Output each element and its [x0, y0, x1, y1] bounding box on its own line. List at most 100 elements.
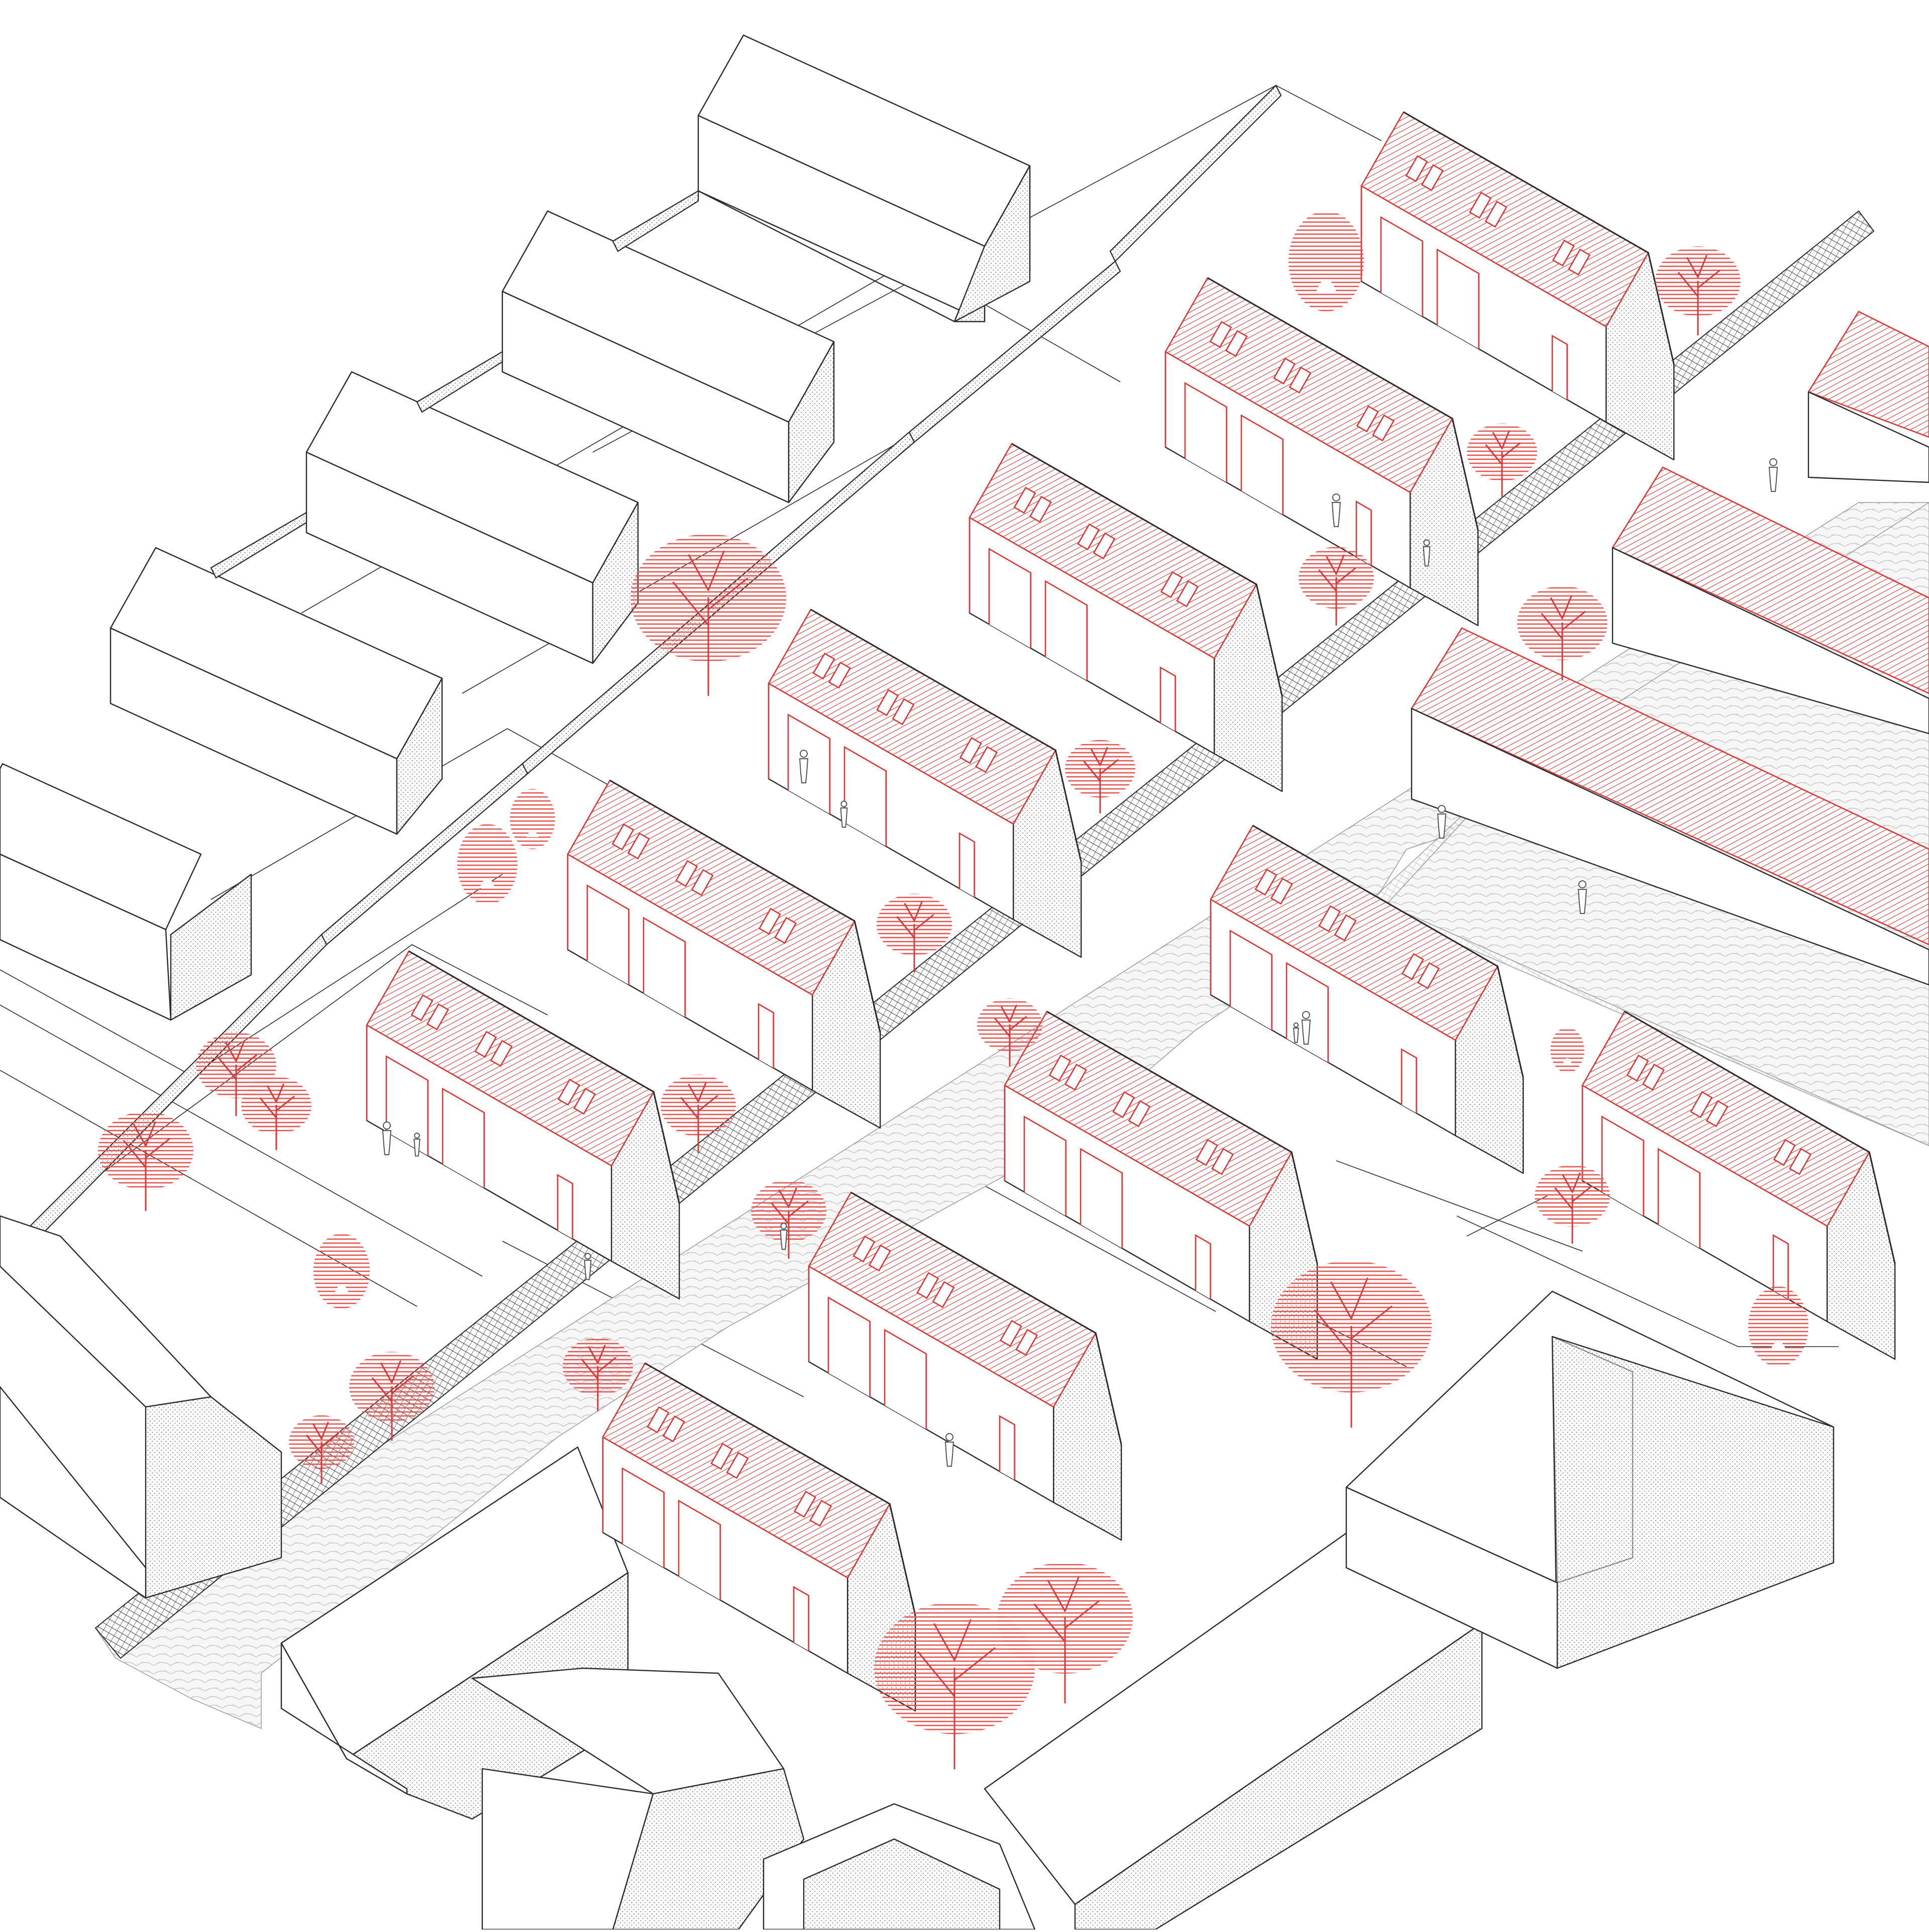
garage-door — [621, 1467, 665, 1568]
roof-window — [675, 860, 698, 887]
entry-door — [1195, 1234, 1211, 1299]
roof-window — [1372, 414, 1395, 442]
garage-door — [1023, 1115, 1066, 1216]
new-houses — [366, 111, 1896, 1712]
tree — [661, 1074, 736, 1154]
existing-house — [471, 1667, 805, 1930]
tree — [1065, 740, 1135, 814]
roof-window — [916, 1272, 939, 1299]
tree — [630, 534, 786, 696]
garage-door — [385, 1055, 428, 1156]
roof-window — [1789, 1148, 1812, 1175]
garage-door — [678, 1499, 721, 1600]
person-figure — [382, 1122, 392, 1155]
roof-window — [975, 746, 998, 773]
tree — [1655, 246, 1741, 336]
roof-window — [1209, 321, 1232, 348]
person-figure — [1437, 805, 1447, 839]
tree — [751, 1180, 826, 1259]
person-figure — [1331, 493, 1341, 527]
roof-window — [1318, 905, 1341, 933]
garage-door — [843, 746, 887, 847]
roof-window — [1211, 1148, 1234, 1175]
new-house — [969, 443, 1283, 792]
tree — [196, 1032, 276, 1116]
entry-door — [1159, 666, 1176, 732]
entry-door — [1355, 500, 1372, 566]
roof-window — [410, 994, 434, 1022]
people — [382, 458, 1778, 1467]
roof-window — [1064, 1063, 1087, 1091]
tree — [997, 1562, 1133, 1704]
roof-window — [1690, 1091, 1713, 1118]
roof-window — [1077, 523, 1100, 551]
garage-door — [442, 1087, 485, 1188]
roof-window — [1642, 1063, 1665, 1091]
roof-window — [1421, 164, 1444, 191]
roof-window — [1552, 239, 1575, 267]
new-house — [768, 608, 1082, 958]
roof-window — [1270, 877, 1293, 905]
garage-door — [642, 917, 686, 1018]
tree — [1535, 1165, 1610, 1244]
person-figure — [1577, 880, 1587, 914]
tree — [457, 824, 517, 904]
tree — [977, 998, 1042, 1067]
tree — [1271, 1260, 1432, 1428]
tree — [877, 893, 952, 973]
existing-house — [1345, 1290, 1835, 1669]
tree — [289, 1415, 354, 1484]
existing-house — [697, 34, 1031, 323]
long-building — [1411, 627, 1929, 986]
new-house — [808, 1191, 1122, 1541]
roof-window — [876, 689, 899, 717]
roof-window — [932, 1281, 955, 1308]
garage-door — [1436, 248, 1479, 349]
new-house — [1360, 111, 1675, 461]
garage-door — [988, 548, 1031, 648]
existing-house — [305, 371, 639, 664]
tree — [1550, 1028, 1584, 1073]
long-building — [1807, 311, 1929, 483]
person-figure — [1768, 458, 1778, 492]
tree — [349, 1352, 435, 1441]
new-house — [1004, 1010, 1318, 1360]
roof-window — [1705, 1100, 1729, 1128]
existing-house — [501, 210, 835, 503]
new-house — [1581, 1010, 1896, 1360]
roof-window — [627, 832, 650, 860]
new-house — [602, 1362, 916, 1712]
trees — [98, 211, 1808, 1770]
garage-door — [1044, 580, 1088, 681]
existing-houses-left — [0, 34, 1282, 1237]
roof-window — [1128, 1100, 1151, 1128]
roof-window — [1773, 1139, 1796, 1166]
person-figure — [1293, 1022, 1299, 1043]
roof-window — [1093, 532, 1116, 560]
roof-window — [1254, 868, 1277, 896]
roof-window — [1417, 962, 1440, 989]
roof-window — [1048, 1054, 1071, 1082]
roof-window — [809, 1499, 832, 1527]
roof-window — [490, 1040, 513, 1067]
person-figure — [584, 1253, 592, 1280]
roof-window — [812, 652, 835, 680]
existing-house — [110, 547, 443, 835]
existing-house — [0, 1215, 282, 1599]
new-house — [366, 950, 680, 1300]
person-figure — [799, 750, 809, 783]
person-figure — [1423, 539, 1431, 567]
roof-window — [1405, 155, 1428, 182]
tree — [241, 1076, 311, 1150]
roof-window — [852, 1235, 876, 1263]
tree — [1748, 1286, 1808, 1367]
garage-door — [1229, 930, 1272, 1030]
roof-window — [573, 1087, 596, 1115]
existing-house — [280, 1446, 629, 1820]
roof-window — [999, 1319, 1022, 1347]
new-house — [1164, 277, 1479, 627]
tree — [510, 789, 555, 849]
roof-window — [774, 917, 797, 944]
roof-window — [1176, 580, 1199, 607]
person-figure — [1301, 1011, 1311, 1045]
